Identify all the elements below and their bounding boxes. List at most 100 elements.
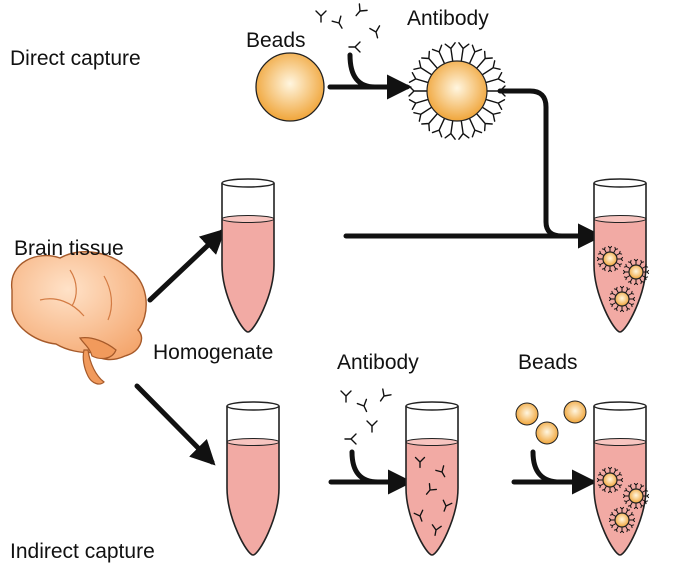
bound-antibody — [623, 263, 631, 269]
tube-rim — [226, 401, 280, 411]
bound-antibody — [627, 259, 633, 267]
antibody-coated-bead-icon — [408, 42, 506, 140]
antibody-coated-bead-icon — [608, 506, 636, 534]
bound-antibody — [458, 42, 470, 63]
bound-antibody — [639, 259, 645, 267]
antibody-icon — [435, 465, 446, 478]
bound-antibody — [613, 525, 619, 533]
bead-core — [614, 291, 630, 307]
bound-antibody — [642, 493, 650, 499]
bound-antibody — [408, 71, 429, 84]
bound-antibody — [596, 256, 604, 262]
bound-antibody — [625, 507, 631, 515]
bead-core — [614, 512, 630, 528]
bead-icon — [255, 52, 325, 122]
bound-antibody — [616, 256, 624, 262]
bound-antibody — [627, 511, 635, 517]
tube-liquid — [222, 219, 274, 332]
bound-antibody — [597, 262, 605, 268]
bound-antibody — [468, 117, 483, 138]
bound-antibody — [607, 245, 613, 253]
liquid-surface — [405, 438, 459, 446]
tube-outline — [405, 406, 459, 556]
antibody-join-curve-top — [347, 52, 378, 90]
bound-antibody — [627, 277, 633, 285]
tube-liquid — [594, 442, 646, 555]
bead-core — [602, 251, 618, 267]
tube-rim — [221, 178, 275, 188]
indirect-capture-label: Indirect capture — [10, 540, 155, 563]
bound-antibody — [607, 466, 613, 474]
bound-antibody — [639, 501, 645, 509]
bound-antibody — [613, 507, 619, 515]
bound-antibody — [619, 506, 625, 514]
bead-icon — [535, 421, 559, 445]
bound-antibody — [444, 119, 456, 140]
bound-antibody — [458, 119, 470, 140]
bound-antibody — [623, 499, 631, 505]
bead-core — [628, 488, 644, 504]
bound-antibody — [641, 275, 649, 281]
bound-antibody — [421, 112, 439, 132]
tube-homogenate — [221, 178, 275, 333]
arrow-brain-to-indirect-tube — [134, 383, 216, 466]
bound-antibody — [613, 264, 619, 272]
bound-antibody — [633, 278, 639, 286]
tube-indirect-homogenate — [226, 401, 280, 556]
antibody-icon — [442, 499, 453, 512]
bound-antibody — [625, 286, 631, 294]
bound-antibody — [431, 44, 446, 65]
antibody-icon — [344, 433, 357, 445]
arrow-brain-to-homogenate — [147, 228, 226, 303]
bound-antibody — [607, 265, 613, 273]
bound-antibody — [481, 106, 501, 122]
antibody-icon — [315, 10, 327, 23]
bound-antibody — [413, 106, 433, 122]
bound-antibody — [468, 44, 483, 65]
bound-antibody — [609, 523, 617, 529]
bound-antibody — [619, 305, 625, 313]
bound-antibody — [622, 493, 630, 499]
bound-antibody — [485, 98, 506, 111]
bead-core — [602, 472, 618, 488]
bound-antibody — [613, 246, 619, 254]
brain-icon — [11, 251, 147, 385]
free-antibodies-top — [315, 3, 384, 53]
bound-antibody — [639, 483, 645, 491]
bead-icon — [563, 400, 587, 424]
liquid-surface — [593, 438, 647, 446]
bound-antibody — [413, 60, 433, 76]
bound-antibody — [444, 42, 456, 63]
beads-label-top: Beads — [246, 29, 306, 52]
bound-antibody — [615, 471, 623, 477]
homogenate-label: Homogenate — [153, 341, 274, 364]
tube-with-antibodies — [405, 401, 459, 556]
bound-antibody — [625, 304, 631, 312]
tube-outline — [226, 406, 280, 556]
bound-antibody — [486, 85, 506, 97]
bound-antibody — [628, 517, 636, 523]
antibody-label-top: Antibody — [407, 7, 489, 30]
bound-antibody — [627, 302, 635, 308]
bound-antibody — [641, 263, 649, 269]
bound-antibody — [622, 269, 630, 275]
bound-antibody — [597, 471, 605, 477]
free-beads-bottom — [515, 400, 587, 445]
bead-core — [628, 264, 644, 280]
antibody-icon — [425, 482, 438, 495]
bound-antibody — [601, 485, 607, 493]
tube-outline — [593, 406, 647, 556]
antibody-icon — [351, 3, 368, 20]
bound-antibody — [408, 98, 429, 111]
antibody-icon — [366, 420, 378, 433]
tube-indirect-capture-result — [593, 401, 650, 556]
bound-antibody — [642, 269, 650, 275]
bound-antibody — [408, 85, 428, 97]
liquid-surface — [593, 215, 647, 223]
bound-antibody — [475, 112, 493, 132]
bound-antibody — [609, 511, 617, 517]
beads-join-curve-bottom — [530, 449, 563, 485]
antibody-icon — [356, 398, 372, 415]
brain-tissue-label: Brain tissue — [14, 237, 124, 260]
bound-antibody — [641, 499, 649, 505]
